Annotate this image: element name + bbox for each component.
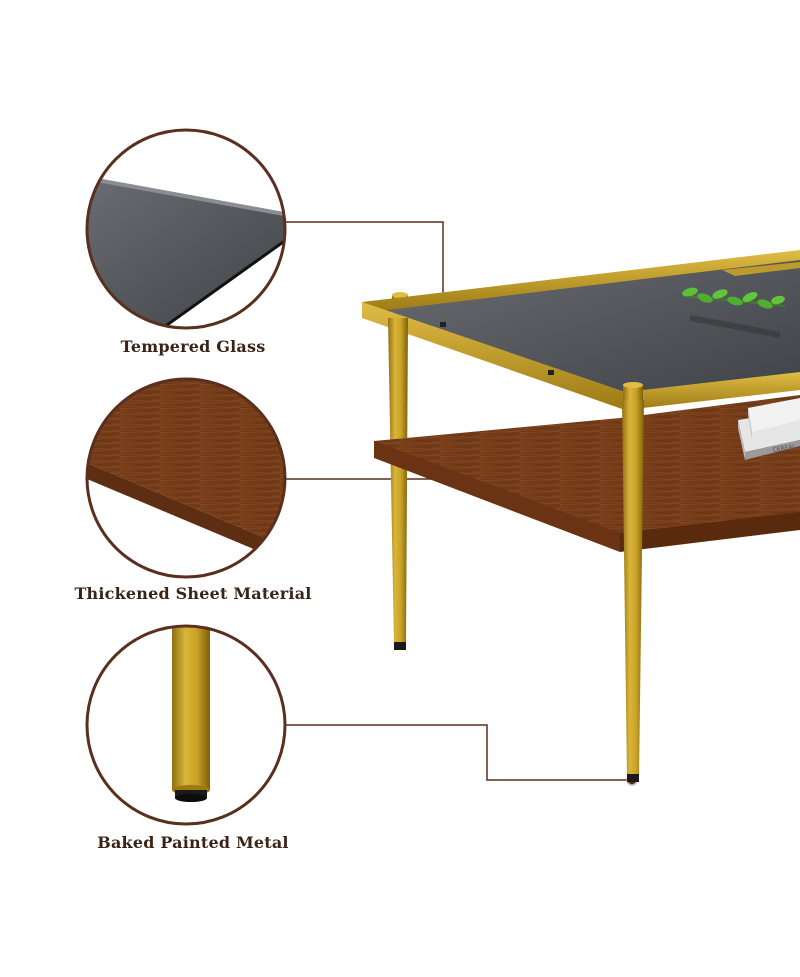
glass-leader-line — [285, 221, 444, 312]
frame-top-back-rail — [362, 250, 800, 312]
frame-top-front-rail — [625, 372, 800, 410]
metal-leader-line — [285, 724, 631, 781]
thickened-sheet-label: Thickened Sheet Material — [74, 584, 312, 603]
coffee-table: CEREAL — [362, 250, 800, 782]
plant-decoration — [682, 287, 786, 338]
glass-closeup — [87, 130, 285, 328]
tempered-glass-label: Tempered Glass — [120, 337, 266, 356]
book-label: CEREAL — [772, 443, 797, 454]
sheet-closeup — [87, 379, 285, 577]
wooden-shelf — [374, 395, 800, 542]
glass-callout-ring — [85, 128, 287, 330]
glass-callout — [85, 128, 449, 330]
leg-front — [622, 400, 644, 778]
metal-closeup — [87, 626, 285, 824]
metal-callout — [85, 624, 638, 826]
leg-back-left — [388, 318, 408, 645]
sheet-callout-ring — [85, 377, 287, 579]
sheet-callout — [85, 377, 488, 579]
books-stack: CEREAL — [738, 398, 800, 460]
baked-painted-metal-label: Baked Painted Metal — [97, 833, 289, 852]
